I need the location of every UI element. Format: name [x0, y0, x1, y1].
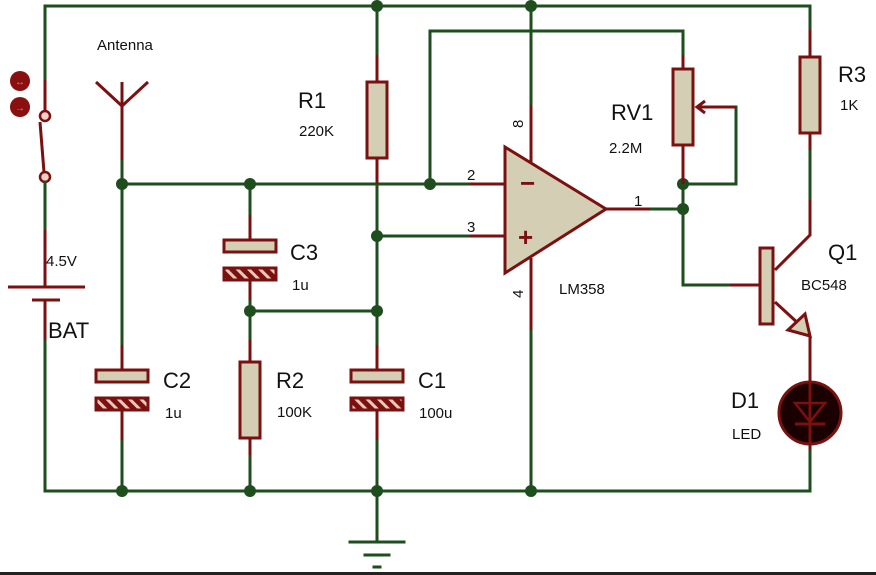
- pin-2: 2: [467, 167, 475, 184]
- junction: [371, 485, 383, 497]
- r3-ref: R3: [838, 62, 866, 87]
- r3-value: 1K: [840, 97, 858, 114]
- opamp-plus: +: [518, 222, 533, 252]
- junction: [371, 305, 383, 317]
- led-d1: D1 LED: [731, 380, 843, 450]
- junction: [116, 178, 128, 190]
- c2-value: 1u: [165, 405, 182, 422]
- junction: [525, 0, 537, 12]
- battery: 4.5V BAT: [8, 180, 89, 343]
- potentiometer-rv1: RV1 2.2M: [609, 55, 736, 184]
- junction: [371, 0, 383, 12]
- rv1-ref: RV1: [611, 100, 653, 125]
- bottom-border: [0, 572, 876, 575]
- switch-button-on-icon[interactable]: [10, 71, 30, 91]
- c1-ref: C1: [418, 368, 446, 393]
- svg-text:→: →: [15, 103, 25, 114]
- junction: [244, 305, 256, 317]
- resistor-r1: R1 220K: [298, 55, 389, 184]
- resistor-r2: R2 100K: [238, 340, 312, 455]
- q1-value: BC548: [801, 277, 847, 294]
- c3-ref: C3: [290, 240, 318, 265]
- wire-bottom-rail: [43, 308, 812, 493]
- antenna-label: Antenna: [97, 37, 154, 54]
- junction: [116, 485, 128, 497]
- r2-ref: R2: [276, 368, 304, 393]
- q1-ref: Q1: [828, 240, 857, 265]
- junction: [677, 203, 689, 215]
- opamp-value: LM358: [559, 281, 605, 298]
- pin-1: 1: [634, 193, 642, 210]
- junctions: [116, 0, 689, 497]
- battery-value: 4.5V: [46, 253, 77, 270]
- pin-8: 8: [510, 120, 527, 128]
- c3-value: 1u: [292, 277, 309, 294]
- pin-3: 3: [467, 219, 475, 236]
- ground-symbol: [348, 540, 406, 569]
- d1-ref: D1: [731, 388, 759, 413]
- transistor-q1: Q1 BC548: [730, 200, 857, 385]
- opamp-lm358: − + 2 3 1 8 4 LM358: [467, 105, 650, 330]
- r1-ref: R1: [298, 88, 326, 113]
- battery-ref: BAT: [48, 318, 89, 343]
- power-switch[interactable]: ↔ →: [10, 71, 52, 230]
- d1-value: LED: [732, 426, 761, 443]
- r2-value: 100K: [277, 404, 312, 421]
- svg-text:↔: ↔: [15, 77, 25, 88]
- switch-button-off-icon[interactable]: [10, 97, 30, 117]
- resistor-r3: R3 1K: [798, 30, 866, 150]
- c2-ref: C2: [163, 368, 191, 393]
- junction: [424, 178, 436, 190]
- pin-4: 4: [510, 290, 527, 298]
- capacitor-c3: C3 1u: [222, 215, 318, 300]
- capacitor-c2: C2 1u: [94, 345, 191, 440]
- c1-value: 100u: [419, 405, 452, 422]
- rv1-value: 2.2M: [609, 140, 642, 157]
- wire-top-rail: [43, 4, 812, 92]
- junction: [371, 230, 383, 242]
- junction: [244, 485, 256, 497]
- junction: [525, 485, 537, 497]
- junction: [244, 178, 256, 190]
- wire-feedback: [428, 29, 685, 186]
- r1-value: 220K: [299, 123, 334, 140]
- opamp-minus: −: [520, 168, 535, 198]
- capacitor-c1: C1 100u: [349, 345, 452, 440]
- antenna: Antenna: [94, 37, 154, 160]
- wires: [43, 4, 812, 544]
